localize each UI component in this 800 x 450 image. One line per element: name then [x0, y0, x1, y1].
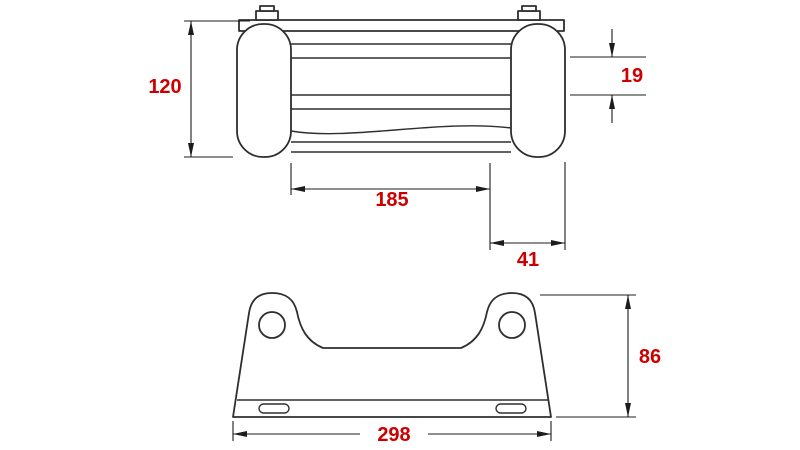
dimension-overall-height: 120: [148, 20, 250, 158]
right-vertical-roller: [510, 23, 566, 158]
dimension-label-plate-height: 86: [639, 346, 661, 368]
dimension-label-inner-width: 185: [375, 189, 408, 211]
left-vertical-roller: [236, 23, 292, 158]
left-bolt-tab: [255, 5, 279, 21]
dimension-inner-width: 185: [290, 163, 491, 250]
dimension-label-roller-diameter: 19: [621, 65, 643, 87]
left-mount-hole: [258, 311, 286, 339]
dimension-plate-height: 86: [540, 294, 661, 418]
right-mount-hole: [498, 311, 526, 339]
horizontal-roller: [290, 43, 512, 153]
dimension-label-overall-height: 120: [148, 76, 181, 98]
top-view-roller-assembly: [236, 5, 566, 158]
front-view-mounting-plate: [232, 292, 552, 418]
dimension-overall-width: 298: [232, 421, 552, 446]
plate-outline: [232, 292, 552, 418]
top-plate: [238, 19, 565, 32]
left-slot: [258, 403, 290, 414]
rope-curve: [290, 125, 512, 135]
dimension-side-offset: 41: [490, 162, 566, 271]
dimension-label-overall-width: 298: [377, 424, 410, 446]
dimension-label-side-offset: 41: [517, 249, 539, 271]
dimension-roller-diameter: 19: [570, 29, 646, 123]
right-slot: [495, 403, 527, 414]
right-bolt-tab: [517, 5, 541, 21]
